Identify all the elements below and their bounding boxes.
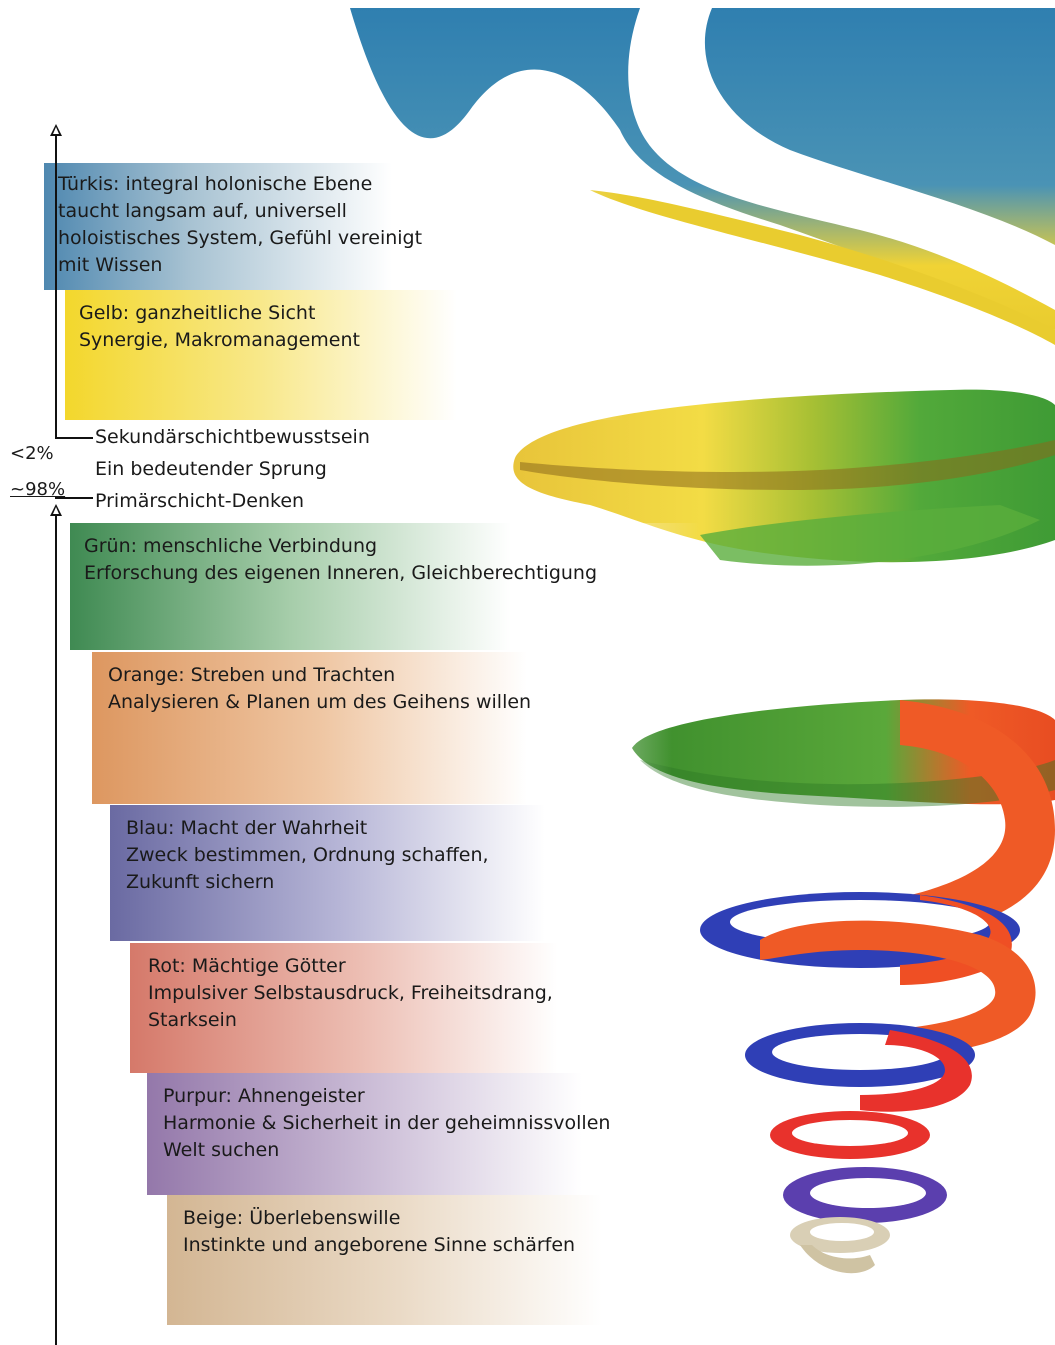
- level-beige-text: Beige: Überlebenswille Instinkte und ang…: [183, 1207, 576, 1256]
- level-beige: Beige: Überlebenswille Instinkte und ang…: [167, 1195, 747, 1325]
- level-purpur-text: Purpur: Ahnengeister Harmonie & Sicherhe…: [163, 1085, 611, 1161]
- upper-axis-tick: [55, 437, 93, 439]
- level-orange-text: Orange: Streben und Trachten Analysieren…: [108, 664, 532, 713]
- spiral-red-band: [760, 920, 1036, 1057]
- level-blau-text: Blau: Macht der Wahrheit Zweck bestimmen…: [126, 817, 489, 893]
- level-orange: Orange: Streben und Trachten Analysieren…: [92, 652, 672, 804]
- arrow-up-icon: [50, 504, 62, 516]
- level-gruen-text: Grün: menschliche Verbindung Erforschung…: [84, 535, 598, 584]
- upper-percentage: <2%: [10, 443, 54, 464]
- level-gruen: Grün: menschliche Verbindung Erforschung…: [70, 523, 700, 650]
- lower-axis-line: [55, 515, 57, 1345]
- level-blau: Blau: Macht der Wahrheit Zweck bestimmen…: [110, 805, 690, 941]
- level-purpur: Purpur: Ahnengeister Harmonie & Sicherhe…: [147, 1073, 727, 1195]
- spiral-orange-band: [860, 700, 1055, 940]
- level-turkis: Türkis: integral holonische Ebene taucht…: [44, 163, 624, 290]
- arrow-up-icon: [50, 124, 62, 136]
- level-gelb: Gelb: ganzheitliche Sicht Synergie, Makr…: [65, 290, 625, 420]
- first-tier-label: Primärschicht-Denken: [95, 490, 305, 512]
- level-rot: Rot: Mächtige Götter Impulsiver Selbstau…: [130, 943, 700, 1073]
- level-turkis-text: Türkis: integral holonische Ebene taucht…: [58, 173, 423, 276]
- lower-axis-tick: [55, 497, 93, 499]
- leap-label: Ein bedeutender Sprung: [95, 458, 327, 480]
- lower-percentage: ~98%: [10, 479, 66, 500]
- upper-axis-line: [55, 135, 57, 437]
- level-rot-text: Rot: Mächtige Götter Impulsiver Selbstau…: [148, 955, 553, 1031]
- second-tier-label: Sekundärschichtbewusstsein: [95, 426, 370, 448]
- level-gelb-text: Gelb: ganzheitliche Sicht Synergie, Makr…: [79, 302, 360, 351]
